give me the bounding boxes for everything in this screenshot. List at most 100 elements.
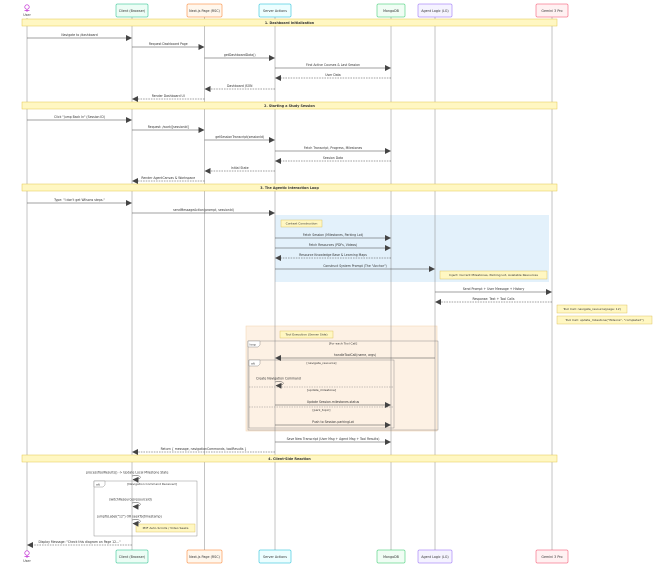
participant-agent-logic-label: Agent Logic (LG): [421, 9, 448, 13]
participant-mongodb-top: MongoDB: [376, 3, 406, 18]
note-text: Inject: Current Milestones, Parking Lot,…: [449, 273, 538, 277]
message-arrow: sendMessageAction(prompt, sessionId): [132, 208, 275, 216]
note-text: PDF Auto-Scrolls / Video Seeks: [143, 526, 189, 530]
user-label-bottom: User: [23, 559, 31, 563]
message-arrow: getDashboardData(): [204, 53, 275, 61]
participant-server-actions-top: Server Actions: [258, 3, 292, 18]
message-label: Fetch Resources (PDFs, Videos): [309, 243, 357, 247]
message-arrow: Navigate to /dashboard: [27, 33, 132, 41]
message-label: getSessionTranscript(sessionId): [215, 135, 264, 139]
message-label: Request Dashboard Page: [149, 42, 188, 46]
message-arrow: Render Dashboard UI: [132, 94, 205, 102]
message-label: Fetch Session (Milestones, Parking Lot): [303, 233, 363, 237]
note-tool-call-navigate: Tool Call: navigate_resource(page: 12): [556, 304, 628, 314]
note-tool-call-update: Tool Call: update_milestone("Wilsons", "…: [556, 315, 653, 325]
section-title: 2. Starting a Study Session: [264, 104, 315, 108]
user-actor-top: User: [23, 4, 31, 17]
participant-nextjs-label: Next.js Page (RSC): [189, 555, 220, 559]
message-label: Initial State: [231, 166, 249, 170]
note-text: Tool Call: update_milestone("Wilsons", "…: [564, 318, 643, 322]
message-label: Display Message: "Check this diagram on …: [39, 540, 122, 544]
section-title: 1. Dashboard Initialization: [265, 21, 315, 25]
message-label: Update Session.milestones.status: [307, 400, 360, 404]
section-title: 4. Client-Side Reaction: [268, 457, 311, 461]
message-arrow: Update Session.milestones.status: [275, 400, 391, 408]
alt-condition: [Navigation Command Received]: [127, 482, 177, 486]
message-arrow: Resource Knowledge Base & Learning Maps: [275, 253, 391, 261]
section-banner: 3. The Agentic Interaction Loop: [21, 183, 558, 192]
alt-condition: [update_milestone]: [307, 388, 336, 392]
message-arrow: Fetch Session (Milestones, Parking Lot): [275, 233, 391, 241]
loop-condition: [For each Tool Call]: [329, 342, 358, 346]
message-label: Push to Session.parkingLot: [312, 420, 354, 424]
message-label: Navigate to /dashboard: [61, 33, 97, 37]
message-label: Save New Transcript (User Msg + Agent Ms…: [287, 437, 380, 441]
participant-nextjs-label: Next.js Page (RSC): [189, 9, 220, 13]
message-arrow: switchResource(resourceId): [109, 498, 152, 510]
participant-mongodb-bottom: MongoDB: [376, 549, 406, 564]
message-arrow: jumpToLabel("12") OR seekTo(timestamp): [96, 515, 162, 527]
participant-client-top: Client (Browser): [115, 3, 149, 18]
note-context-construction: Context Construction: [280, 219, 323, 228]
message-label: switchResource(resourceId): [109, 498, 152, 502]
section-title: 3. The Agentic Interaction Loop: [260, 186, 319, 190]
note-text: Context Construction: [286, 222, 318, 226]
alt-fragment-tools: alt [navigate_resource] [update_mileston…: [248, 359, 395, 429]
message-label: Construct System Prompt (The "Anchor"): [323, 264, 386, 268]
participant-server-actions-label: Server Actions: [263, 555, 287, 559]
participant-nextjs-top: Next.js Page (RSC): [186, 3, 223, 18]
note-tool-execution: Tool Execution (Server Side): [279, 330, 334, 339]
participant-server-actions-label: Server Actions: [263, 9, 287, 13]
message-label: sendMessageAction(prompt, sessionId): [173, 208, 234, 212]
participant-agent-logic-bottom: Agent Logic (LG): [417, 549, 453, 564]
message-arrow: Initial State: [204, 166, 275, 174]
participant-nextjs-bottom: Next.js Page (RSC): [186, 549, 223, 564]
user-head-icon: [24, 4, 30, 10]
message-label: Find Active Courses & Last Session: [306, 63, 360, 67]
note-text: Tool Execution (Server Side): [284, 333, 327, 337]
message-arrow: Fetch Resources (PDFs, Videos): [275, 243, 391, 251]
participant-gemini-bottom: Gemini 3 Pro: [535, 549, 569, 564]
participant-gemini-top: Gemini 3 Pro: [535, 3, 569, 18]
user-actor-bottom: User: [23, 550, 31, 563]
note-inject: Inject: Current Milestones, Parking Lot,…: [439, 270, 548, 280]
participant-mongodb-label: MongoDB: [383, 555, 400, 559]
message-label: User Data: [325, 73, 341, 77]
message-label: Return { message, navigationCommands, to…: [161, 447, 247, 451]
participant-agent-logic-top: Agent Logic (LG): [417, 3, 453, 18]
participant-gemini-label: Gemini 3 Pro: [541, 9, 562, 13]
loop-keyword: loop: [250, 342, 257, 346]
message-label: Send Prompt + User Message + History: [463, 287, 525, 291]
message-arrow: Construct System Prompt (The "Anchor"): [275, 264, 435, 272]
alt-condition: [park_topic]: [313, 408, 331, 412]
message-arrow: Create Navigation Command: [256, 377, 301, 389]
message-label: Render Dashboard UI: [152, 94, 185, 98]
section-banner: 1. Dashboard Initialization: [21, 18, 558, 27]
alt-keyword: alt: [251, 361, 256, 365]
message-arrow: Dashboard JSON: [204, 84, 275, 92]
self-message-arrow: [131, 519, 141, 527]
participant-agent-logic-label: Agent Logic (LG): [421, 555, 448, 559]
message-label: Type: "I don't get Wilsons steps.": [53, 198, 105, 202]
message-label: Response: Text + Tool Calls: [472, 297, 514, 301]
message-label: jumpToLabel("12") OR seekTo(timestamp): [96, 515, 162, 519]
message-label: Click "Jump Back In" (Session ID): [54, 115, 105, 119]
message-arrow: Push to Session.parkingLot: [275, 420, 391, 428]
message-label: Request: /work/[sessionId]: [148, 125, 189, 129]
message-arrow: Find Active Courses & Last Session: [275, 63, 391, 71]
message-arrow: getSessionTranscript(sessionId): [204, 135, 275, 143]
self-message-arrow: [131, 475, 141, 483]
message-arrow: Session Data: [275, 156, 391, 164]
message-arrow: Send Prompt + User Message + History: [435, 287, 552, 295]
message-arrow: Click "Jump Back In" (Session ID): [27, 115, 132, 123]
message-arrow: Return { message, navigationCommands, to…: [132, 447, 275, 455]
message-arrow: Request: /work/[sessionId]: [132, 125, 205, 133]
message-label: Session Data: [323, 156, 343, 160]
message-arrow: Type: "I don't get Wilsons steps.": [27, 198, 132, 206]
note-pdf-autoscroll: PDF Auto-Scrolls / Video Seeks: [135, 523, 196, 533]
participant-gemini-label: Gemini 3 Pro: [541, 555, 562, 559]
section-banner: 4. Client-Side Reaction: [21, 454, 558, 463]
message-arrow: Save New Transcript (User Msg + Agent Ms…: [275, 437, 391, 445]
section-banner: 2. Starting a Study Session: [21, 101, 558, 110]
